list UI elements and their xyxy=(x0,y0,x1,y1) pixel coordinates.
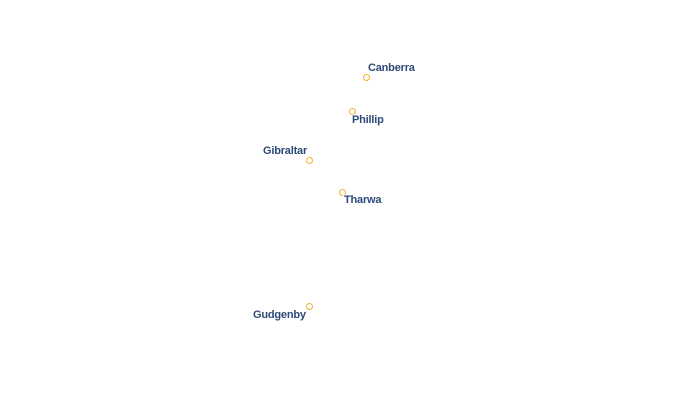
place-label: Canberra xyxy=(368,62,415,74)
place-label: Gudgenby xyxy=(253,309,306,321)
circle-marker-icon xyxy=(306,157,313,164)
place-label: Phillip xyxy=(352,114,384,126)
place-label: Gibraltar xyxy=(263,145,308,157)
place-label: Tharwa xyxy=(344,194,382,206)
circle-marker-icon xyxy=(349,108,356,115)
circle-marker-icon xyxy=(363,74,370,81)
circle-marker-icon xyxy=(306,303,313,310)
circle-marker-icon xyxy=(339,189,346,196)
